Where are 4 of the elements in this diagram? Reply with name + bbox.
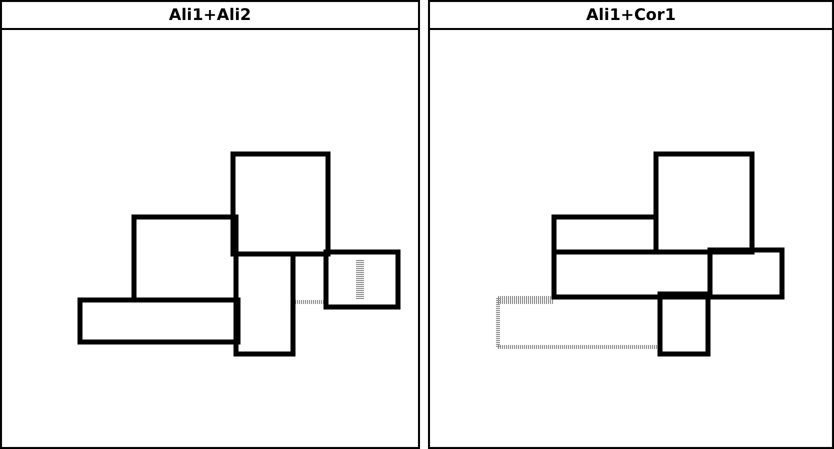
window-title: Ali1+Ali2 <box>168 5 252 24</box>
window-panel <box>0 0 420 449</box>
window-title: Ali1+Cor1 <box>586 5 676 24</box>
window-panel <box>428 0 834 449</box>
